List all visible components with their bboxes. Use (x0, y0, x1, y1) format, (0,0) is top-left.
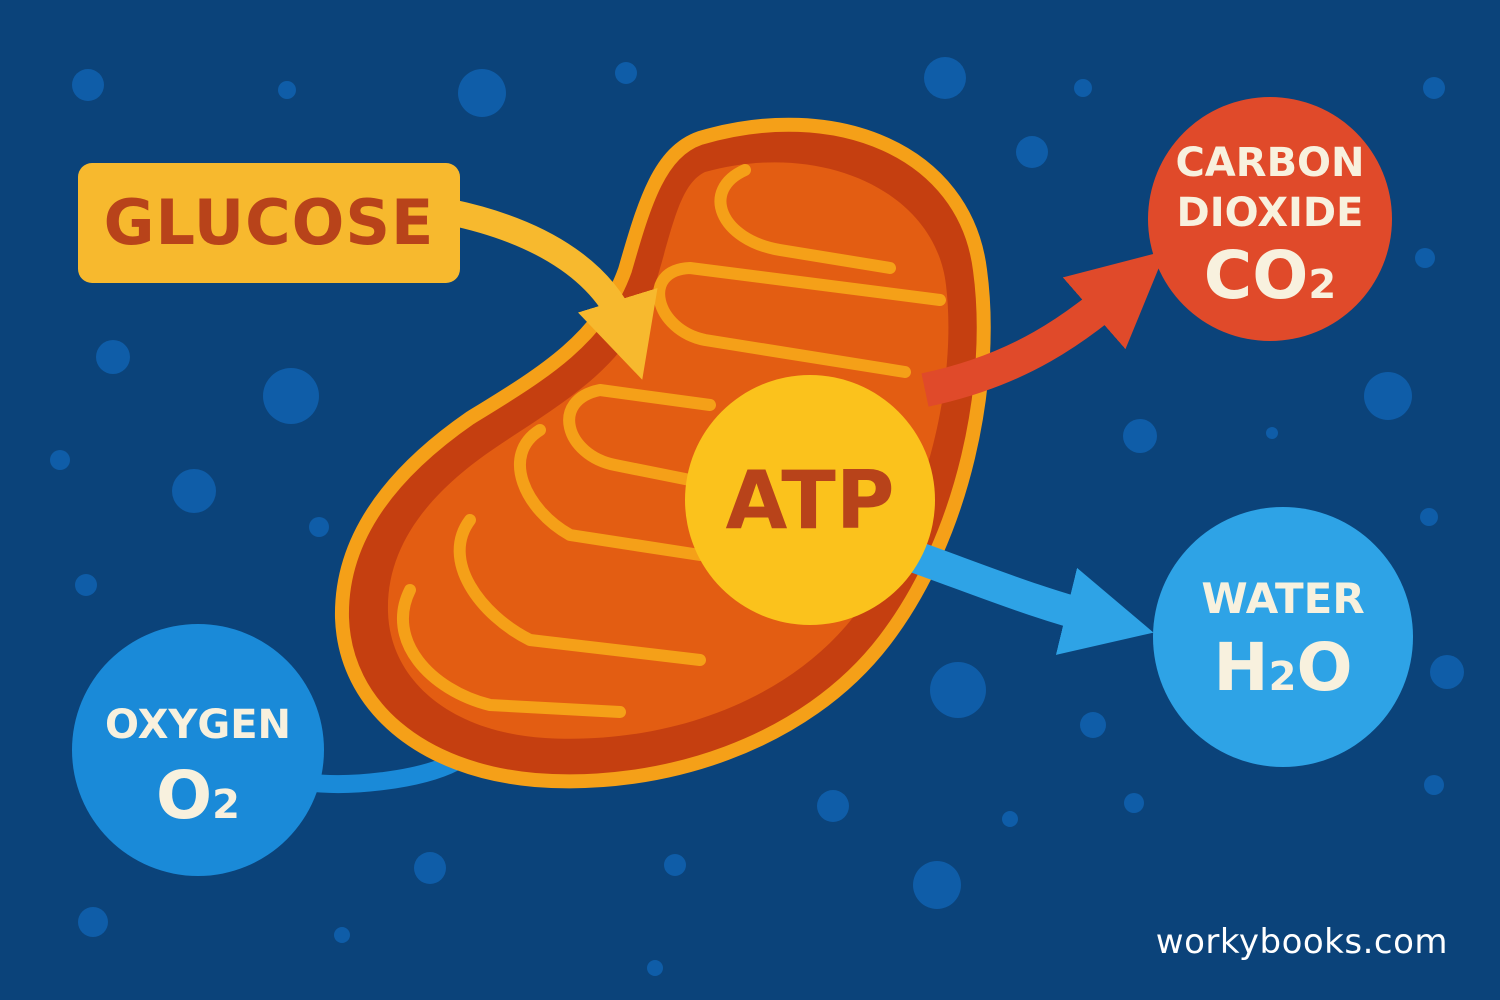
o2-formula-subscript: 2 (212, 782, 240, 828)
bubble (615, 62, 637, 84)
co2-formula-subscript: 2 (1308, 262, 1336, 308)
glucose-box (78, 163, 460, 283)
bubble (1002, 811, 1018, 827)
bubble (1123, 419, 1157, 453)
bubble (72, 69, 104, 101)
bubble (1430, 655, 1464, 689)
water-line1: WATER (1201, 574, 1364, 623)
carbon-dioxide-arrow (921, 250, 1166, 407)
bubble (930, 662, 986, 718)
bubble (334, 927, 350, 943)
glucose-node: GLUCOSE (78, 163, 460, 283)
bubble (75, 574, 97, 596)
co2-formula-main: CO (1204, 237, 1309, 314)
carbon-dioxide-circle (1148, 97, 1392, 341)
cristae-fold (563, 384, 716, 486)
h2o-formula-o: O (1296, 629, 1352, 706)
oxygen-node: OXYGEN O2 (72, 624, 324, 876)
cristae-fold (653, 262, 946, 378)
bubble (96, 340, 130, 374)
bubble (309, 517, 329, 537)
bubble (924, 57, 966, 99)
bubble (278, 81, 296, 99)
carbon-dioxide-node: CARBON DIOXIDE CO2 (1148, 97, 1392, 341)
water-circle (1153, 507, 1413, 767)
carbon-dioxide-line2: DIOXIDE (1177, 190, 1364, 236)
bubble (1364, 372, 1412, 420)
atp-circle (685, 375, 935, 625)
glucose-label: GLUCOSE (104, 186, 435, 259)
bubble (664, 854, 686, 876)
bubble (1420, 508, 1438, 526)
bubble (1016, 136, 1048, 168)
bubble (647, 960, 663, 976)
bubble (78, 907, 108, 937)
bubble (50, 450, 70, 470)
cristae-fold (514, 424, 706, 561)
h2o-formula-h: H (1213, 629, 1268, 706)
site-credit: workybooks.com (1155, 922, 1448, 962)
water-arrow (904, 539, 1154, 655)
bubble (1424, 775, 1444, 795)
bubble (172, 469, 216, 513)
bubble (263, 368, 319, 424)
cristae-fold (397, 584, 626, 718)
water-formula: H2O (1213, 629, 1352, 706)
oxygen-circle (72, 624, 324, 876)
bubble (913, 861, 961, 909)
oxygen-line1: OXYGEN (105, 702, 291, 748)
bubble (1124, 793, 1144, 813)
bubble (1423, 77, 1445, 99)
carbon-dioxide-line1: CARBON (1175, 140, 1364, 186)
cristae-fold (714, 164, 896, 274)
cristae-fold (453, 514, 706, 666)
oxygen-formula: O2 (156, 757, 240, 834)
bubble (1074, 79, 1092, 97)
background-bubbles (50, 57, 1464, 976)
bubble (1415, 248, 1435, 268)
bubble (414, 852, 446, 884)
bubble (1080, 712, 1106, 738)
water-node: WATER H2O (1153, 507, 1413, 767)
mitochondrion-cristae (397, 164, 946, 718)
atp-node: ATP (685, 375, 935, 625)
oxygen-connector-line (296, 753, 464, 793)
o2-formula-main: O (156, 757, 212, 834)
bubble (817, 790, 849, 822)
carbon-dioxide-formula: CO2 (1204, 237, 1336, 314)
h2o-formula-subscript: 2 (1269, 654, 1297, 700)
atp-label: ATP (726, 454, 895, 547)
bubble (1266, 427, 1278, 439)
glucose-arrow (447, 199, 658, 380)
bubble (458, 69, 506, 117)
